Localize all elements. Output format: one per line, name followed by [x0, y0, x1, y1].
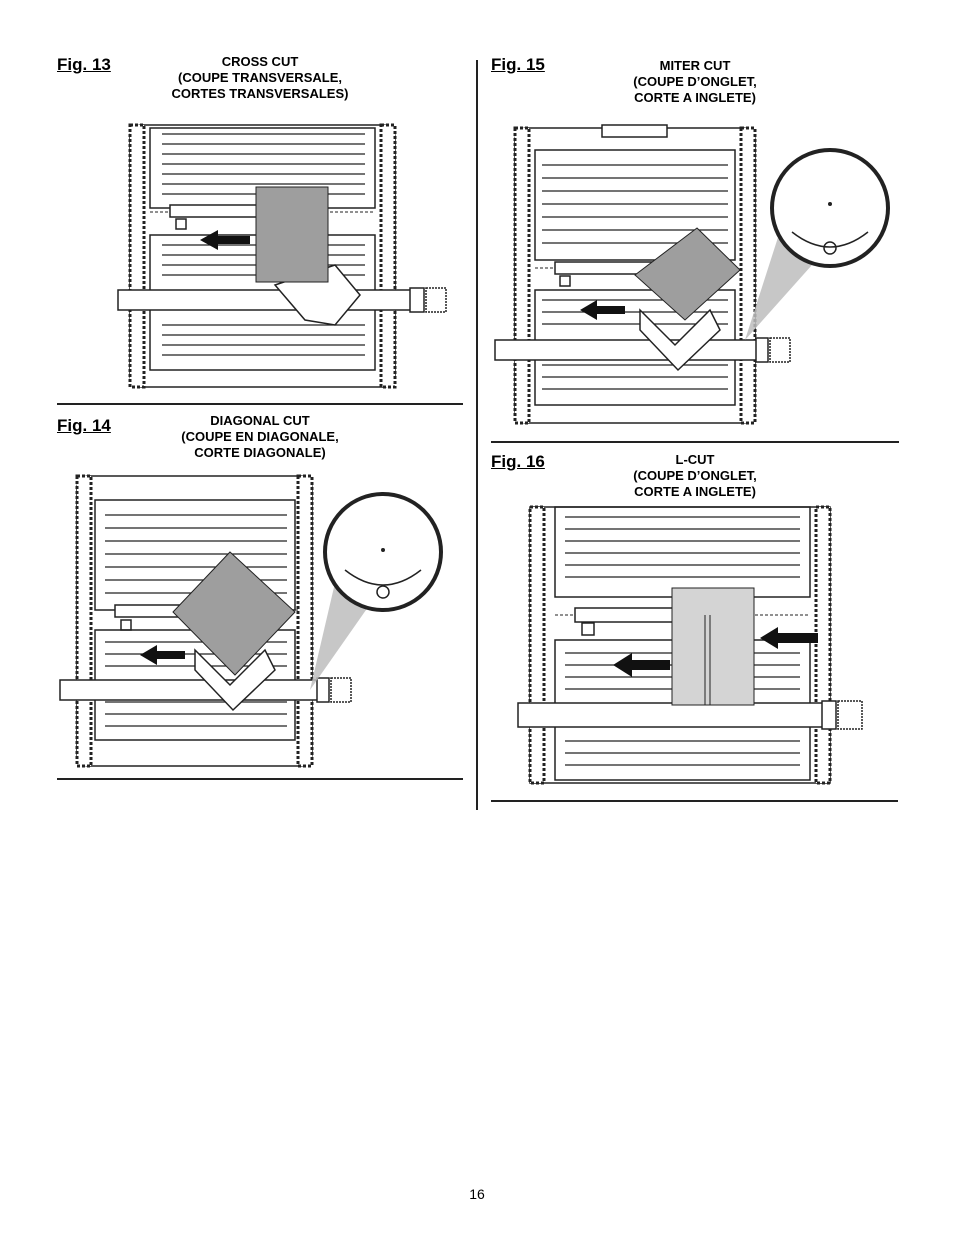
fig-13-caption: CROSS CUT (COUPE TRANSVERSALE, CORTES TR… [160, 54, 360, 102]
fig-14-bottom-rule [57, 778, 463, 780]
fig-13-caption-line-2: (COUPE TRANSVERSALE, [178, 70, 342, 85]
fig-14-label: Fig. 14 [57, 416, 111, 435]
fig-13-caption-line-1: CROSS CUT [221, 54, 299, 69]
fig-15-miter-cut-illustration [494, 124, 890, 425]
fig-16-bottom-rule [491, 800, 898, 802]
fig-15-caption-line-1: MITER CUT [659, 58, 731, 73]
fig-15-bottom-rule [491, 441, 899, 443]
page-number: 16 [469, 1186, 485, 1202]
fig-16-caption: L-CUT (COUPE D’ONGLET, CORTE A INGLETE) [595, 452, 795, 500]
fig-14-caption-line-3: CORTE DIAGONALE) [194, 445, 326, 460]
fig-16-label: Fig. 16 [491, 452, 545, 471]
fig-13-bottom-rule [57, 403, 463, 405]
fig-16-l-cut-illustration [517, 505, 863, 785]
fig-15-caption-line-3: CORTE A INGLETE) [634, 90, 756, 105]
fig-15-label: Fig. 15 [491, 55, 545, 74]
fig-15-caption-line-2: (COUPE D’ONGLET, [633, 74, 757, 89]
fig-14-diagonal-cut-illustration [59, 474, 443, 768]
fig-16-caption-line-3: CORTE A INGLETE) [634, 484, 756, 499]
fig-15-caption: MITER CUT (COUPE D’ONGLET, CORTE A INGLE… [595, 58, 795, 106]
fig-13-label: Fig. 13 [57, 55, 111, 74]
fig-16-caption-line-2: (COUPE D’ONGLET, [633, 468, 757, 483]
fig-14-caption: DIAGONAL CUT (COUPE EN DIAGONALE, CORTE … [160, 413, 360, 461]
fig-16-caption-line-1: L-CUT [675, 452, 715, 467]
fig-14-caption-line-2: (COUPE EN DIAGONALE, [181, 429, 339, 444]
column-divider [476, 60, 478, 810]
fig-13-cross-cut-illustration [117, 123, 447, 389]
fig-14-caption-line-1: DIAGONAL CUT [210, 413, 310, 428]
fig-13-caption-line-3: CORTES TRANSVERSALES) [171, 86, 349, 101]
